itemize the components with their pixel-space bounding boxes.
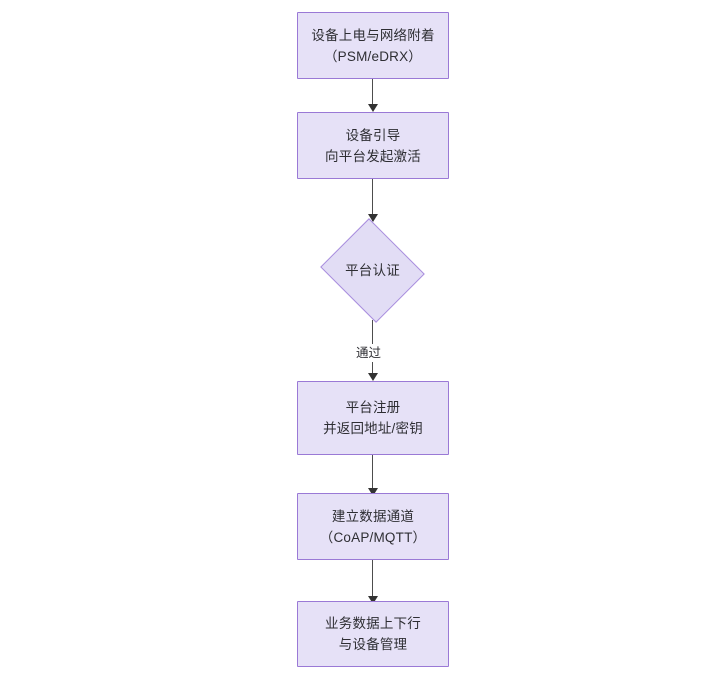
flow-node-device-power-on[interactable]: 设备上电与网络附着 （PSM/eDRX） — [297, 12, 449, 79]
flow-edge-arrow-4 — [368, 488, 378, 496]
flow-node-platform-auth-decision[interactable]: 平台认证 — [316, 218, 429, 323]
flow-node-label: 设备上电与网络附着 （PSM/eDRX） — [311, 27, 435, 64]
flow-node-label: 设备引导 向平台发起激活 — [325, 127, 421, 164]
flow-edge-arrow-3 — [368, 373, 378, 381]
flow-node-label: 业务数据上下行 与设备管理 — [325, 616, 421, 652]
flow-edge-line-4 — [372, 455, 373, 493]
flow-edge-line-5 — [372, 560, 373, 602]
flow-node-label: 建立数据通道 （CoAP/MQTT） — [319, 508, 427, 545]
flow-edge-line-1 — [372, 79, 373, 107]
flow-node-device-bootstrap[interactable]: 设备引导 向平台发起激活 — [297, 112, 449, 179]
flow-node-label: 平台认证 — [345, 263, 400, 278]
flow-edge-arrow-2 — [368, 214, 378, 222]
flow-edge-line-2 — [372, 179, 373, 221]
flow-edge-arrow-1 — [368, 104, 378, 112]
flow-edge-label-pass: 通过 — [353, 344, 385, 362]
flow-node-business-data[interactable]: 业务数据上下行 与设备管理 — [297, 601, 449, 667]
flow-edge-arrow-5 — [368, 596, 378, 604]
flow-node-label: 平台注册 并返回地址/密钥 — [323, 400, 423, 436]
flow-node-platform-register[interactable]: 平台注册 并返回地址/密钥 — [297, 381, 449, 455]
flow-node-data-channel[interactable]: 建立数据通道 （CoAP/MQTT） — [297, 493, 449, 560]
